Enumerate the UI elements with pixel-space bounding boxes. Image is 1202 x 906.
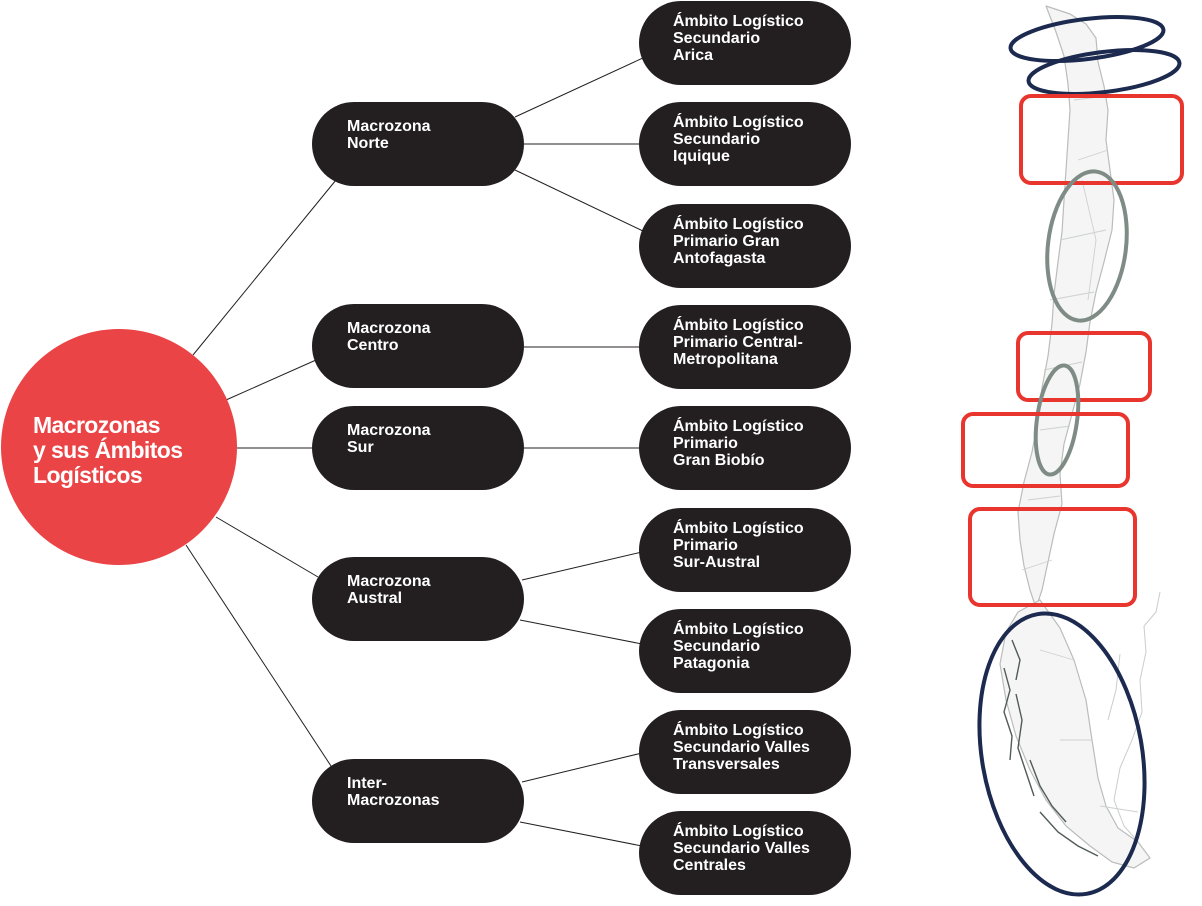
node-label-line: Arica xyxy=(673,47,714,64)
node-label-line: Macrozona xyxy=(347,422,431,439)
antofagasta-area-rect xyxy=(1019,94,1184,185)
root-title-line: Macrozonas xyxy=(33,412,161,438)
node-label-line: Centrales xyxy=(673,857,746,874)
connector-norte-antofagasta xyxy=(514,169,646,233)
node-label-line: Iquique xyxy=(673,148,730,165)
node-label-line: Ámbito Logístico xyxy=(673,418,804,435)
node-label-line: Ámbito Logístico xyxy=(673,520,804,537)
ambito-metropolitana-node: Ámbito Logístico Primario Central- Metro… xyxy=(639,305,851,389)
macrozona-austral-node: Macrozona Austral xyxy=(312,557,524,641)
node-label-line: Patagonia xyxy=(673,655,750,672)
node-label-line: Gran Biobío xyxy=(673,452,765,469)
node-label-line: Macrozonas xyxy=(347,792,440,809)
ambito-sur-austral-node: Ámbito Logístico Primario Sur-Austral xyxy=(639,508,851,592)
node-label-line: Metropolitana xyxy=(673,351,778,368)
node-label-line: Secundario Valles xyxy=(673,840,810,857)
inter-macrozonas-node: Inter- Macrozonas xyxy=(312,759,524,843)
sur-austral-area-rect xyxy=(968,507,1137,607)
root-title-line: y sus Ámbitos xyxy=(33,437,183,463)
node-label-line: Primario Gran xyxy=(673,233,780,250)
macrozona-centro-node: Macrozona Centro xyxy=(312,304,524,388)
node-label-line: Secundario xyxy=(673,30,761,47)
ambito-patagonia-node: Ámbito Logístico Secundario Patagonia xyxy=(639,609,851,693)
node-label-line: Ámbito Logístico xyxy=(673,114,804,131)
node-label-line: Ámbito Logístico xyxy=(673,13,804,30)
node-label-line: Macrozona xyxy=(347,573,431,590)
root-title-line: Logísticos xyxy=(33,462,143,488)
macrozona-norte-node: Macrozona Norte xyxy=(312,102,524,186)
arica-area-ellipse xyxy=(1008,15,1166,63)
logistic-area-outlines xyxy=(961,15,1184,897)
node-label-line: Transversales xyxy=(673,756,780,773)
node-label-line: Secundario Valles xyxy=(673,739,810,756)
patagonia-area-ellipse xyxy=(977,611,1147,897)
node-label-line: Ámbito Logístico xyxy=(673,317,804,334)
connector-root-centro xyxy=(225,359,317,401)
argentina-border xyxy=(1107,591,1161,845)
macrozona-sur-node: Macrozona Sur xyxy=(312,406,524,490)
node-label-line: Macrozona xyxy=(347,118,431,135)
node-label-line: Primario Central- xyxy=(673,334,803,351)
ambito-biobio-node: Ámbito Logístico Primario Gran Biobío xyxy=(639,406,851,490)
connector-austral-suraustral xyxy=(521,551,643,581)
archipelago-islands xyxy=(1003,639,1099,857)
node-label-line: Primario xyxy=(673,537,738,554)
biobio-area-rect xyxy=(961,412,1130,488)
connector-root-norte xyxy=(192,179,337,356)
ambito-iquique-node: Ámbito Logístico Secundario Iquique xyxy=(639,102,851,186)
iquique-area-ellipse xyxy=(1026,48,1182,96)
node-label-line: Austral xyxy=(347,590,403,607)
node-label-line: Centro xyxy=(347,337,399,354)
node-label-line: Inter- xyxy=(347,775,387,792)
root-node: Macrozonas y sus Ámbitos Logísticos xyxy=(1,329,237,565)
node-label-line: Ámbito Logístico xyxy=(673,216,804,233)
node-label-line: Sur xyxy=(347,439,374,456)
connector-norte-arica xyxy=(514,56,646,118)
chile-map xyxy=(961,5,1184,897)
node-label-line: Primario xyxy=(673,435,738,452)
node-label-line: Ámbito Logístico xyxy=(673,722,804,739)
connector-inter-centrales xyxy=(519,821,643,847)
node-label-line: Secundario xyxy=(673,638,761,655)
node-label-line: Secundario xyxy=(673,131,761,148)
node-label-line: Ámbito Logístico xyxy=(673,621,804,638)
connector-inter-transversales xyxy=(521,752,643,783)
connector-root-inter xyxy=(185,544,332,767)
metropolitana-area-rect xyxy=(1016,331,1152,402)
connector-austral-patagonia xyxy=(519,619,643,645)
connector-root-austral xyxy=(215,516,319,578)
ambito-arica-node: Ámbito Logístico Secundario Arica xyxy=(639,1,851,85)
node-label-line: Macrozona xyxy=(347,320,431,337)
node-label-line: Norte xyxy=(347,135,389,152)
ambito-antofagasta-node: Ámbito Logístico Primario Gran Antofagas… xyxy=(639,204,851,288)
node-label-line: Antofagasta xyxy=(673,250,766,267)
node-label-line: Sur-Austral xyxy=(673,554,761,571)
node-label-line: Ámbito Logístico xyxy=(673,823,804,840)
valles-transversales-area-ellipse xyxy=(1045,169,1129,323)
valles-centrales-area-ellipse xyxy=(1033,363,1081,477)
ambito-valles-centrales-node: Ámbito Logístico Secundario Valles Centr… xyxy=(639,811,851,895)
ambito-valles-transversales-node: Ámbito Logístico Secundario Valles Trans… xyxy=(639,710,851,794)
